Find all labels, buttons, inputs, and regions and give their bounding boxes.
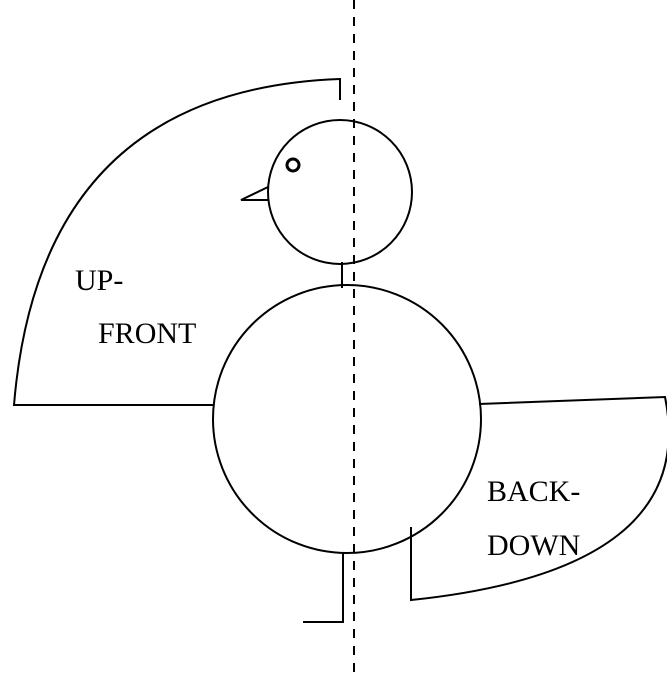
bird-beak	[240, 186, 269, 201]
up-front-wing	[12, 77, 341, 406]
bird-body	[212, 284, 482, 554]
back-down-wing	[410, 395, 667, 602]
up-front-label-line2: FRONT	[98, 317, 196, 350]
bird-head	[267, 119, 413, 265]
bird-eye	[285, 157, 301, 173]
back-down-label-line1: BACK-	[487, 475, 580, 508]
up-front-label-line1: UP-	[75, 264, 123, 297]
bird-leg	[303, 553, 344, 623]
back-down-label-line2: DOWN	[487, 529, 580, 562]
